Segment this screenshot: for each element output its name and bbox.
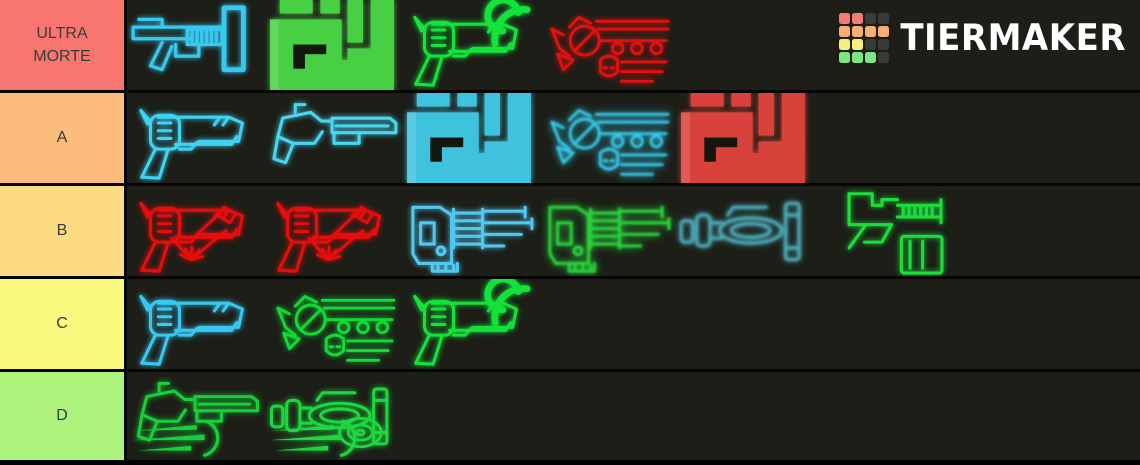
pump-shotgun-icon [127, 0, 264, 90]
tier-item-green-auto-shotgun[interactable] [812, 186, 949, 276]
tier-item-cyan-pistol[interactable] [127, 279, 264, 369]
tier-items-c [127, 279, 1140, 369]
revolver-icon [401, 0, 538, 90]
logo-grid-cell [852, 39, 864, 50]
logo-grid-cell [839, 52, 851, 63]
tier-label-a: A [0, 93, 127, 183]
tier-row-d: D [0, 372, 1140, 460]
revolver-icon [264, 186, 401, 276]
tier-label-text: C [56, 315, 68, 333]
tier-label-d: D [0, 372, 127, 460]
tier-label-b: B [0, 186, 127, 276]
signal-waves-icon [488, 0, 527, 44]
logo-grid-cell [852, 13, 864, 24]
marksman-rifle-icon [264, 93, 401, 183]
signal-waves-icon [488, 279, 527, 323]
tier-items-a [127, 93, 1140, 183]
logo-grid-cell [852, 26, 864, 37]
tier-item-red-heavy-pistol[interactable] [538, 0, 675, 90]
tier-item-green-tech-rifle[interactable] [538, 186, 675, 276]
heavy-pistol-icon [538, 0, 675, 90]
revolver-icon [401, 279, 538, 369]
logo-grid-cell [878, 26, 890, 37]
tier-row-c: C [0, 279, 1140, 372]
tier-items-b [127, 186, 1140, 276]
logo-grid-cell [878, 13, 890, 24]
logo-grid-cell [865, 26, 877, 37]
marksman-rifle-icon [127, 372, 264, 460]
heavy-pistol-icon [538, 93, 675, 183]
tier-item-cyan-revolver[interactable] [127, 93, 264, 183]
tier-label-text: A [56, 129, 68, 147]
tier-label-c: C [0, 279, 127, 369]
tier-item-green-signal-revolver[interactable] [401, 279, 538, 369]
tier-label-ultra-morte: ULTRA MORTE [0, 0, 127, 90]
tier-item-cyan-coil-launcher[interactable] [675, 186, 812, 276]
tiermaker-logo-grid-icon [839, 13, 890, 63]
tech-rifle-icon [538, 186, 675, 276]
tier-item-green-pixel-fist[interactable] [264, 0, 401, 90]
logo-grid-cell [865, 39, 877, 50]
tier-item-red-pixel-fist[interactable] [675, 93, 812, 183]
logo-grid-cell [865, 52, 877, 63]
tier-row-ultra-morte: ULTRA MORTE [0, 0, 1140, 93]
tier-item-green-disc-launcher[interactable] [264, 372, 401, 460]
logo-grid-cell [852, 52, 864, 63]
pixel-fist-icon [675, 93, 812, 183]
revolver-icon [127, 279, 264, 369]
revolver-icon [127, 186, 264, 276]
revolver-icon [127, 93, 264, 183]
heavy-pistol-icon [264, 279, 401, 369]
tiermaker-logo-text: TIERMAKER [900, 16, 1126, 60]
pixel-fist-icon [401, 93, 538, 183]
logo-grid-cell [865, 13, 877, 24]
pixel-fist-icon [264, 0, 401, 90]
tier-item-cyan-pixel-fist[interactable] [401, 93, 538, 183]
tech-rifle-icon [401, 186, 538, 276]
logo-grid-cell [878, 52, 890, 63]
auto-shotgun-icon [812, 186, 949, 276]
tier-label-text: D [56, 407, 68, 425]
logo-grid-cell [839, 26, 851, 37]
coil-launcher-icon [264, 372, 401, 460]
tiermaker-logo[interactable]: TIERMAKER [839, 13, 1126, 63]
tier-item-red-spark-revolver[interactable] [127, 186, 264, 276]
tier-items-d [127, 372, 1140, 460]
tier-item-green-dash-rifle[interactable] [127, 372, 264, 460]
tier-row-a: A [0, 93, 1140, 186]
tier-item-cyan-heavy-pistol[interactable] [538, 93, 675, 183]
tier-item-green-heavy-pistol[interactable] [264, 279, 401, 369]
coil-launcher-icon [675, 186, 812, 276]
logo-grid-cell [839, 39, 851, 50]
tier-item-cyan-tech-rifle[interactable] [401, 186, 538, 276]
logo-grid-cell [878, 39, 890, 50]
tier-item-cyan-pump-shotgun[interactable] [127, 0, 264, 90]
logo-grid-cell [839, 13, 851, 24]
tier-label-text: B [56, 222, 68, 240]
tier-label-text: ULTRA MORTE [33, 24, 91, 65]
tier-row-b: B [0, 186, 1140, 279]
tier-item-red-spark-pistol[interactable] [264, 186, 401, 276]
tier-item-green-signal-revolver[interactable] [401, 0, 538, 90]
tier-item-cyan-marksman-rifle[interactable] [264, 93, 401, 183]
